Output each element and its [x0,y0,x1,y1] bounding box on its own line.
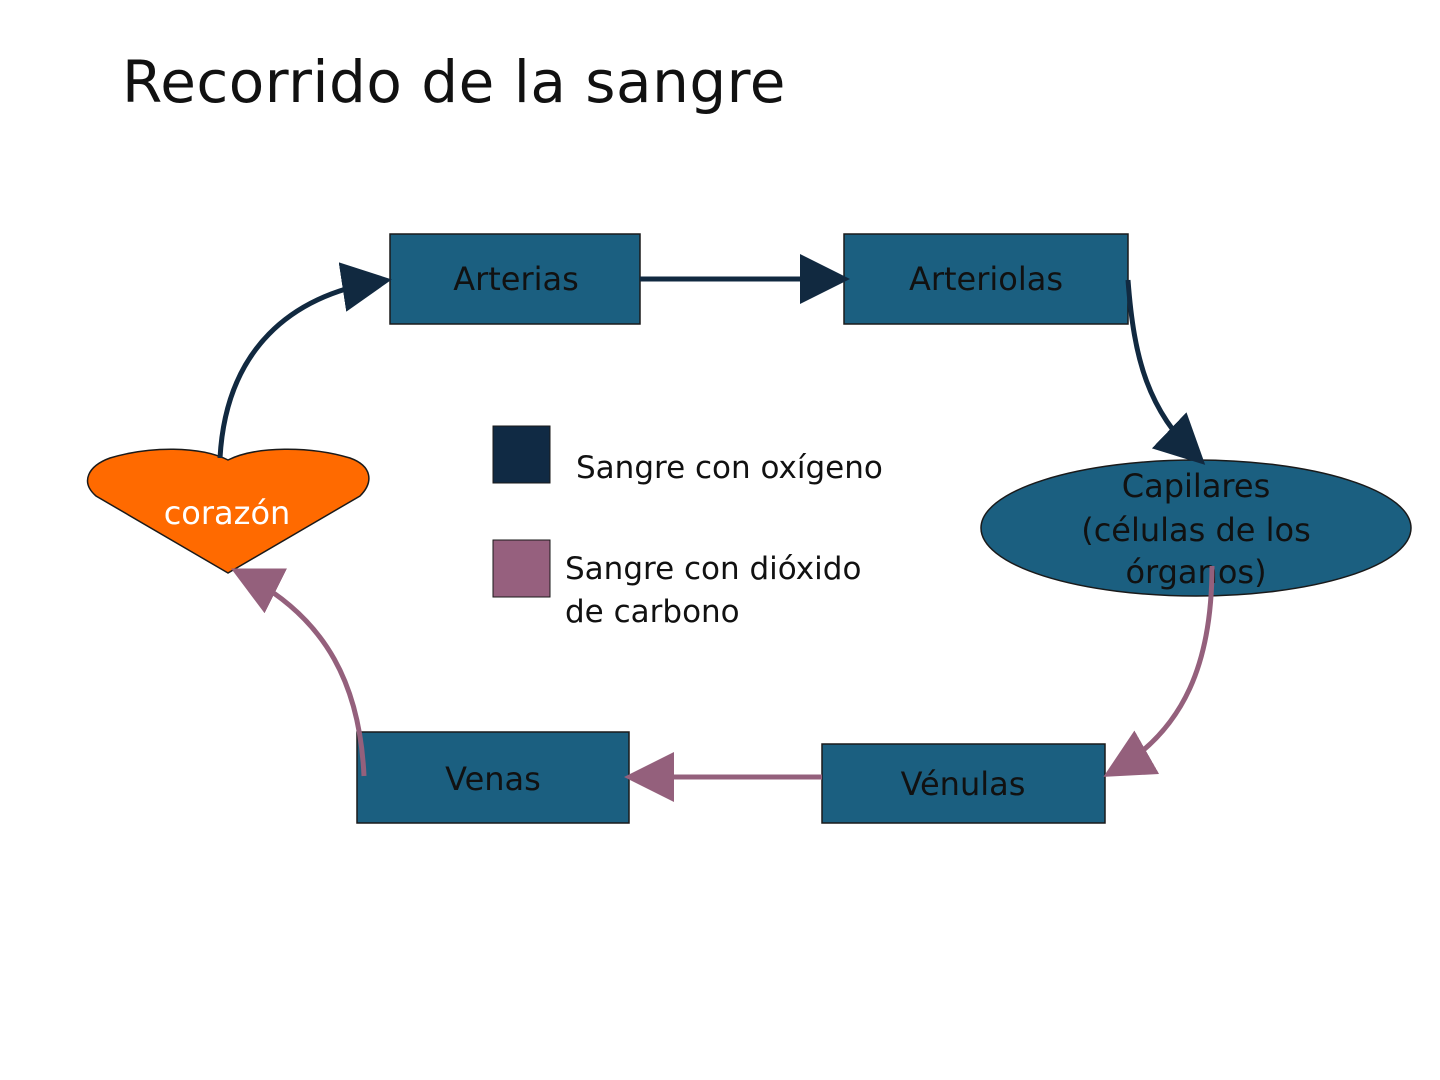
node-arterias: Arterias [389,233,641,325]
node-venas-label: Venas [445,760,541,798]
arrow-arteriolas-to-capilares [1125,279,1206,465]
node-capilares: Capilares (células de los órganos) [980,459,1412,597]
legend-label-co2-1: Sangre con dióxido [565,551,861,587]
node-capilares-label-1: Capilares [1122,467,1270,505]
legend-label-co2-2: de carbono [565,594,740,630]
legend-swatch-oxygen [492,425,551,484]
arrow-venas-to-corazon [231,568,367,777]
node-arterias-label: Arterias [453,260,579,298]
arrow-capilares-to-venulas [1103,565,1215,777]
node-arteriolas: Arteriolas [843,233,1129,325]
node-venulas-label: Vénulas [901,765,1026,803]
node-capilares-label-2: (células de los [1081,511,1311,549]
node-corazon-label: corazón [164,494,291,532]
legend-label-oxygen: Sangre con oxígeno [576,450,883,486]
slide-title: Recorrido de la sangre [122,48,786,116]
node-arteriolas-label: Arteriolas [909,260,1063,298]
node-corazon: corazón [86,448,370,574]
node-venas: Venas [356,731,630,824]
legend-swatch-co2 [492,539,551,598]
node-venulas: Vénulas [821,743,1106,824]
node-capilares-label-3: órganos) [1125,553,1266,591]
legend: Sangre con oxígeno Sangre con dióxido de… [492,425,883,630]
arrow-corazon-to-arterias [217,262,392,459]
heart-shape [86,448,370,574]
